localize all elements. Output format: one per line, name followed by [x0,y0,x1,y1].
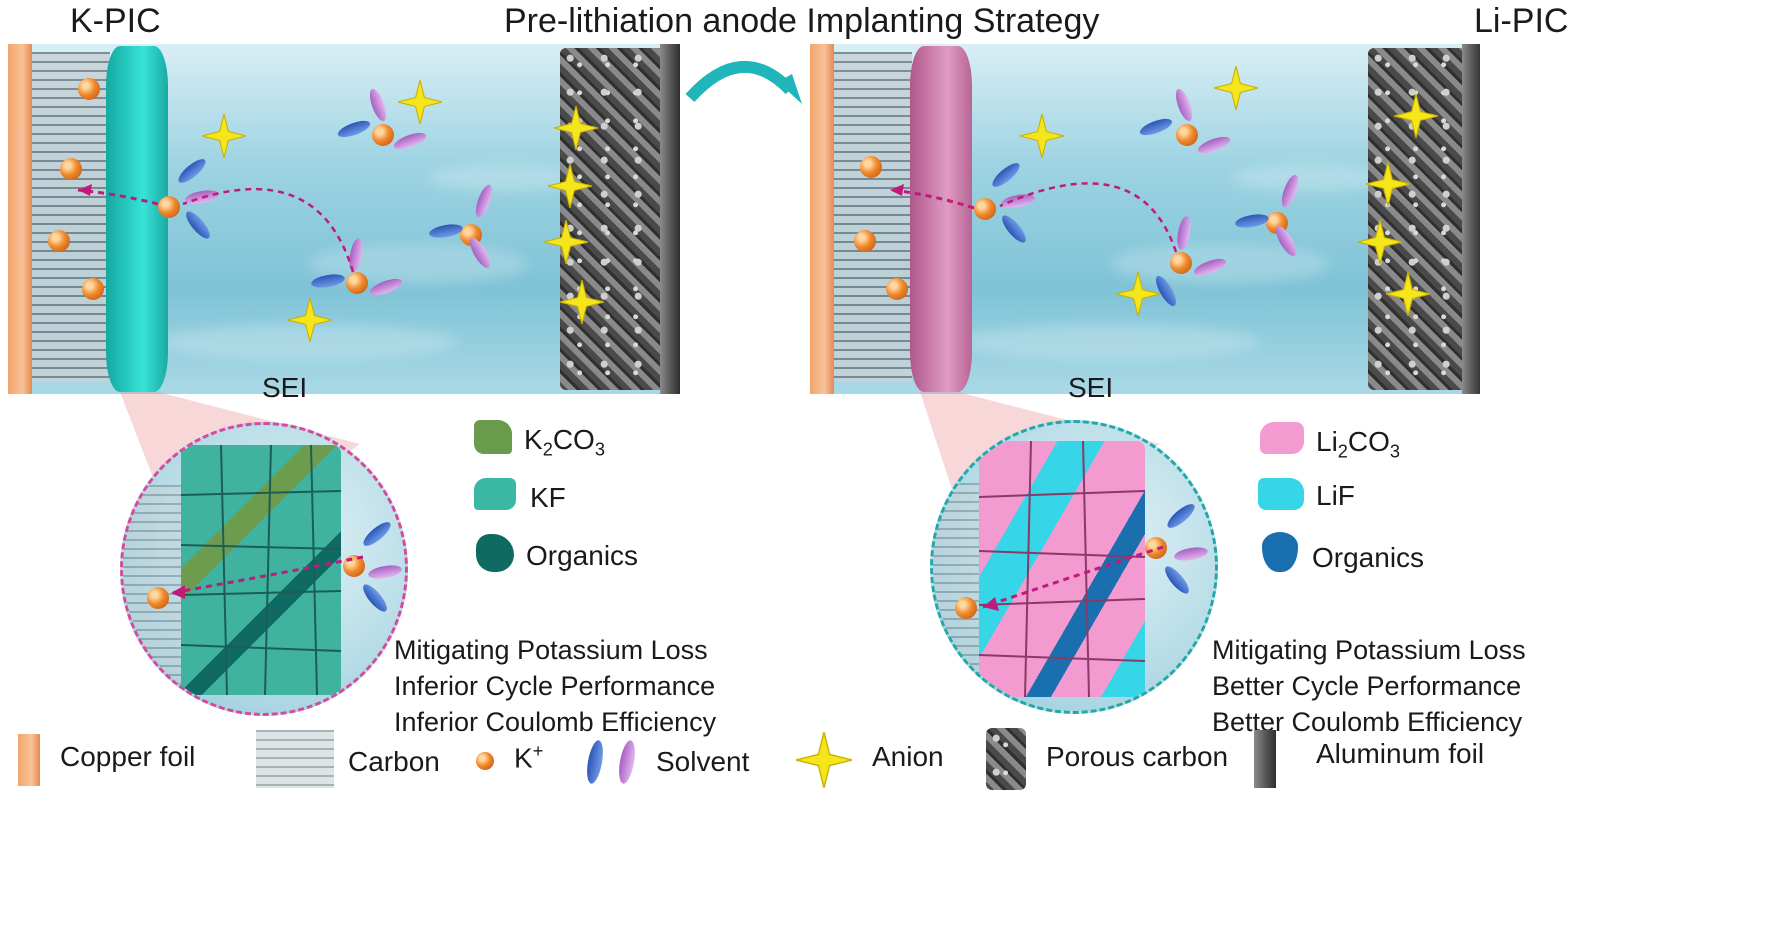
legend-ion-icon [476,752,494,770]
sei-layer [106,46,168,392]
li-pic-cell [810,44,1480,394]
anion-star [1116,272,1160,316]
k-ion [60,158,82,180]
right-sei-zoom [930,420,1218,714]
k-ion [1176,124,1198,146]
anion-star [1020,114,1064,158]
anion-star [1386,272,1430,316]
k-ion [854,230,876,252]
organics-label: Organics [1312,542,1425,573]
k-ion [1170,252,1192,274]
kf-swatch [474,478,516,510]
k2co3-label: K2CO3 [524,424,605,460]
k-ion [372,124,394,146]
k-ion [48,230,70,252]
porous-carbon [560,48,666,390]
k-ion [158,196,180,218]
anion-star [398,80,442,124]
kf-label: KF [530,482,566,513]
organics-swatch [476,534,514,572]
right-sei-label: SEI [1068,372,1114,403]
left-note-3: Inferior Coulomb Efficiency [394,707,717,737]
carbon-anode [834,52,912,382]
sei-layer [910,46,972,392]
anion-star [1358,220,1402,264]
aluminum-foil [660,44,680,394]
k-ion [860,156,882,178]
legend-porous-label: Porous carbon [1046,741,1229,772]
k-ion [886,278,908,300]
k-ion [78,78,100,100]
right-sei-grains [979,441,1145,697]
legend-solvent-purple-icon [616,739,638,785]
anion-star [288,298,332,342]
legend-anion-icon [796,732,852,788]
right-note-2: Better Cycle Performance [1212,671,1522,701]
legend-carbon-label: Carbon [348,746,440,777]
left-note-1: Mitigating Potassium Loss [394,635,708,665]
organics-label: Organics [526,540,639,571]
left-notes: Mitigating Potassium Loss Inferior Cycle… [394,632,716,740]
migration-path [77,184,355,273]
legend-copper-label: Copper foil [60,741,196,772]
legend-carbon-icon [256,730,334,788]
lif-label: LiF [1316,480,1355,511]
anion-star [202,114,246,158]
legend-anion-label: Anion [872,741,944,772]
k-ion [955,597,977,619]
left-title: K-PIC [70,2,161,40]
left-sei-label: SEI [262,372,308,403]
left-note-2: Inferior Cycle Performance [394,671,716,701]
aluminum-foil [1462,44,1480,394]
copper-foil [8,44,32,394]
anion-star [1394,94,1438,138]
right-title: Li-PIC [1474,2,1569,40]
k-ion [346,272,368,294]
copper-foil [810,44,834,394]
anion-star [548,164,592,208]
center-title: Pre-lithiation anode Implanting Strategy [504,2,1100,40]
legend-porous-icon [986,728,1026,790]
legend-copper-icon [18,734,40,786]
legend-aluminum-label: Aluminum foil [1316,738,1485,769]
left-sei-zoom [120,422,408,716]
right-note-1: Mitigating Potassium Loss [1212,635,1526,665]
organics-swatch [1262,532,1298,572]
k-ion [82,278,104,300]
left-sei-grains [181,445,341,695]
anion-star [1366,162,1410,206]
right-notes: Mitigating Potassium Loss Better Cycle P… [1212,632,1526,740]
lif-swatch [1258,478,1304,510]
transition-arrow [685,61,802,104]
legend-ion-label: K+ [514,741,544,774]
k-ion [974,198,996,220]
li2co3-swatch [1260,422,1304,454]
legend-aluminum-icon [1254,730,1276,788]
legend-solvent-label: Solvent [656,746,750,777]
carbon-anode [32,52,110,382]
anion-star [554,106,598,150]
k-ion [147,587,169,609]
k-pic-cell [8,44,680,394]
li2co3-label: Li2CO3 [1316,426,1401,462]
anion-star [560,280,604,324]
migration-path [889,182,1178,253]
k2co3-swatch [474,420,512,454]
k-ion [1145,537,1167,559]
anion-star [544,220,588,264]
legend-solvent-blue-icon [584,739,606,785]
anion-star [1214,66,1258,110]
